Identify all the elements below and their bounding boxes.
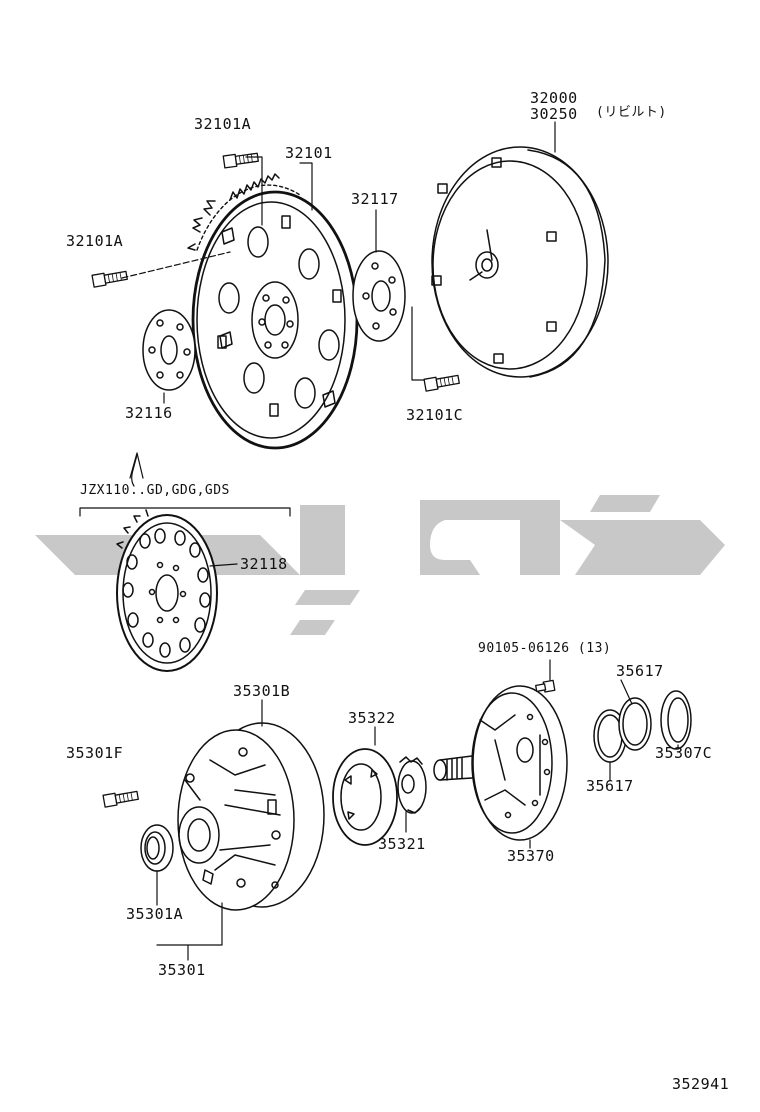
drive-plate [187,173,359,450]
label-35617-top: 35617 [616,662,664,680]
label-32118: 32118 [240,555,288,573]
calligraphic-logo-watermark [35,495,725,635]
label-35301: 35301 [158,961,206,979]
torque-converter [431,146,609,378]
drive-plate-32118 [116,509,218,672]
label-32116: 32116 [125,404,173,422]
bolt-32101c [423,372,461,392]
label-90105: 90105-06126 (13) [478,641,612,656]
label-30250: 30250 [530,105,578,123]
label-variant: JZX110..GD,GDG,GDS [80,483,230,498]
spacer-32117 [352,250,406,342]
label-35322: 35322 [348,709,396,727]
label-35617-bottom: 35617 [586,777,634,795]
bolt-90105 [535,679,556,693]
label-32101: 32101 [285,144,333,162]
label-32101a-left: 32101A [66,232,124,250]
label-32117: 32117 [351,190,399,208]
leader-lines [79,121,679,961]
label-rebuilt-note: (リビルト) [596,105,667,120]
spacer-32116 [142,309,196,391]
label-32000: 32000 [530,89,578,107]
driven-gear [332,748,398,846]
label-35301f: 35301F [66,744,124,762]
bolt-35301f [102,788,140,808]
oil-seal [140,824,174,872]
label-35307c: 35307C [655,744,713,762]
oil-pump-body [177,722,325,911]
seal-rings [593,690,692,763]
label-35301b: 35301B [233,682,291,700]
label-35321: 35321 [378,835,426,853]
label-32101c: 32101C [406,406,464,424]
label-32101a-top: 32101A [194,115,252,133]
diagram-number: 352941 [672,1075,730,1093]
drive-gear [397,756,427,814]
stator-shaft [433,685,568,841]
label-35370: 35370 [507,847,555,865]
bolt-32101a-top [222,150,260,169]
label-35301a: 35301A [126,905,184,923]
